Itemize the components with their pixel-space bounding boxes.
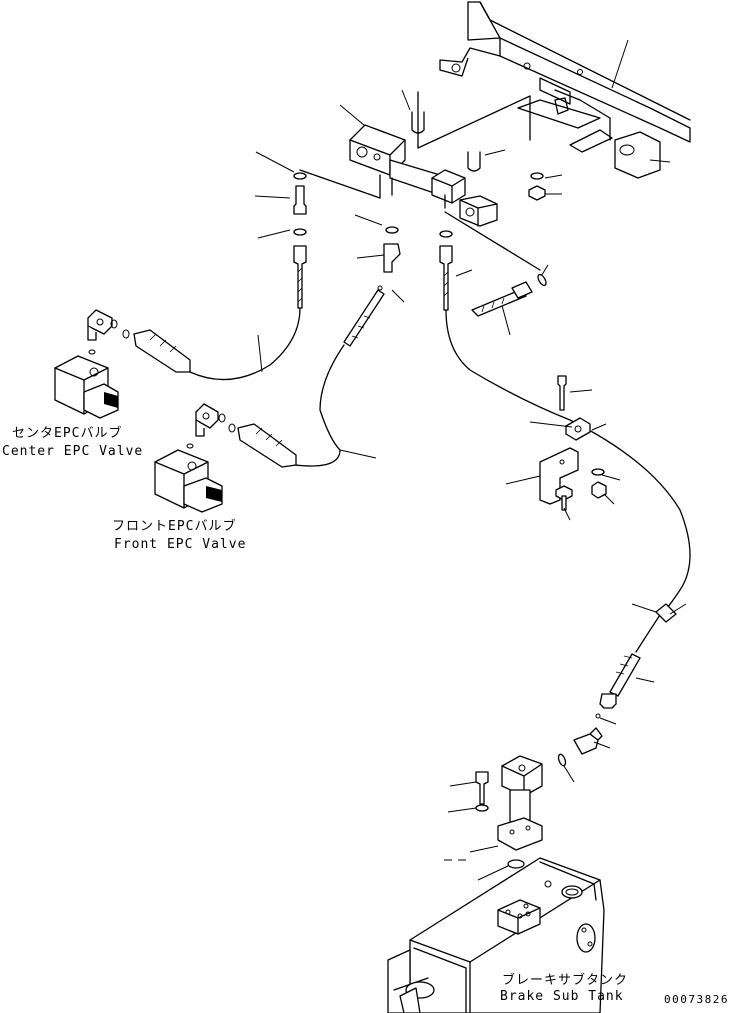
brake-tank-label-jp: ブレーキサブタンク [502, 972, 628, 988]
middle-fittings [343, 226, 401, 347]
leader-lines-top [254, 39, 671, 336]
brake-tank-label-en: Brake Sub Tank [500, 989, 624, 1004]
front-epc-valve [154, 403, 297, 513]
brake-sub-tank [387, 857, 605, 1013]
lower-hose-fittings [557, 603, 687, 783]
tank-fitting-housing [444, 755, 543, 881]
u-bolts [411, 111, 481, 172]
leader [257, 334, 263, 373]
center-epc-label-en: Center EPC Valve [2, 444, 143, 459]
manifold-block [299, 91, 541, 271]
nuts-washers-top [528, 172, 546, 201]
front-epc-label-jp: フロントEPCバルブ [112, 518, 236, 534]
clamp-bracket-assembly [505, 375, 621, 521]
hoses [189, 307, 691, 653]
center-epc-label-jp: センタEPCバルブ [12, 425, 122, 441]
leader [339, 449, 377, 459]
front-epc-label-en: Front EPC Valve [114, 537, 246, 552]
left-fittings [293, 172, 307, 309]
right-fittings [439, 230, 547, 317]
drawing-code: 00073826 [664, 993, 729, 1006]
frame-bracket [439, 1, 691, 179]
center-epc-valve [54, 309, 191, 419]
